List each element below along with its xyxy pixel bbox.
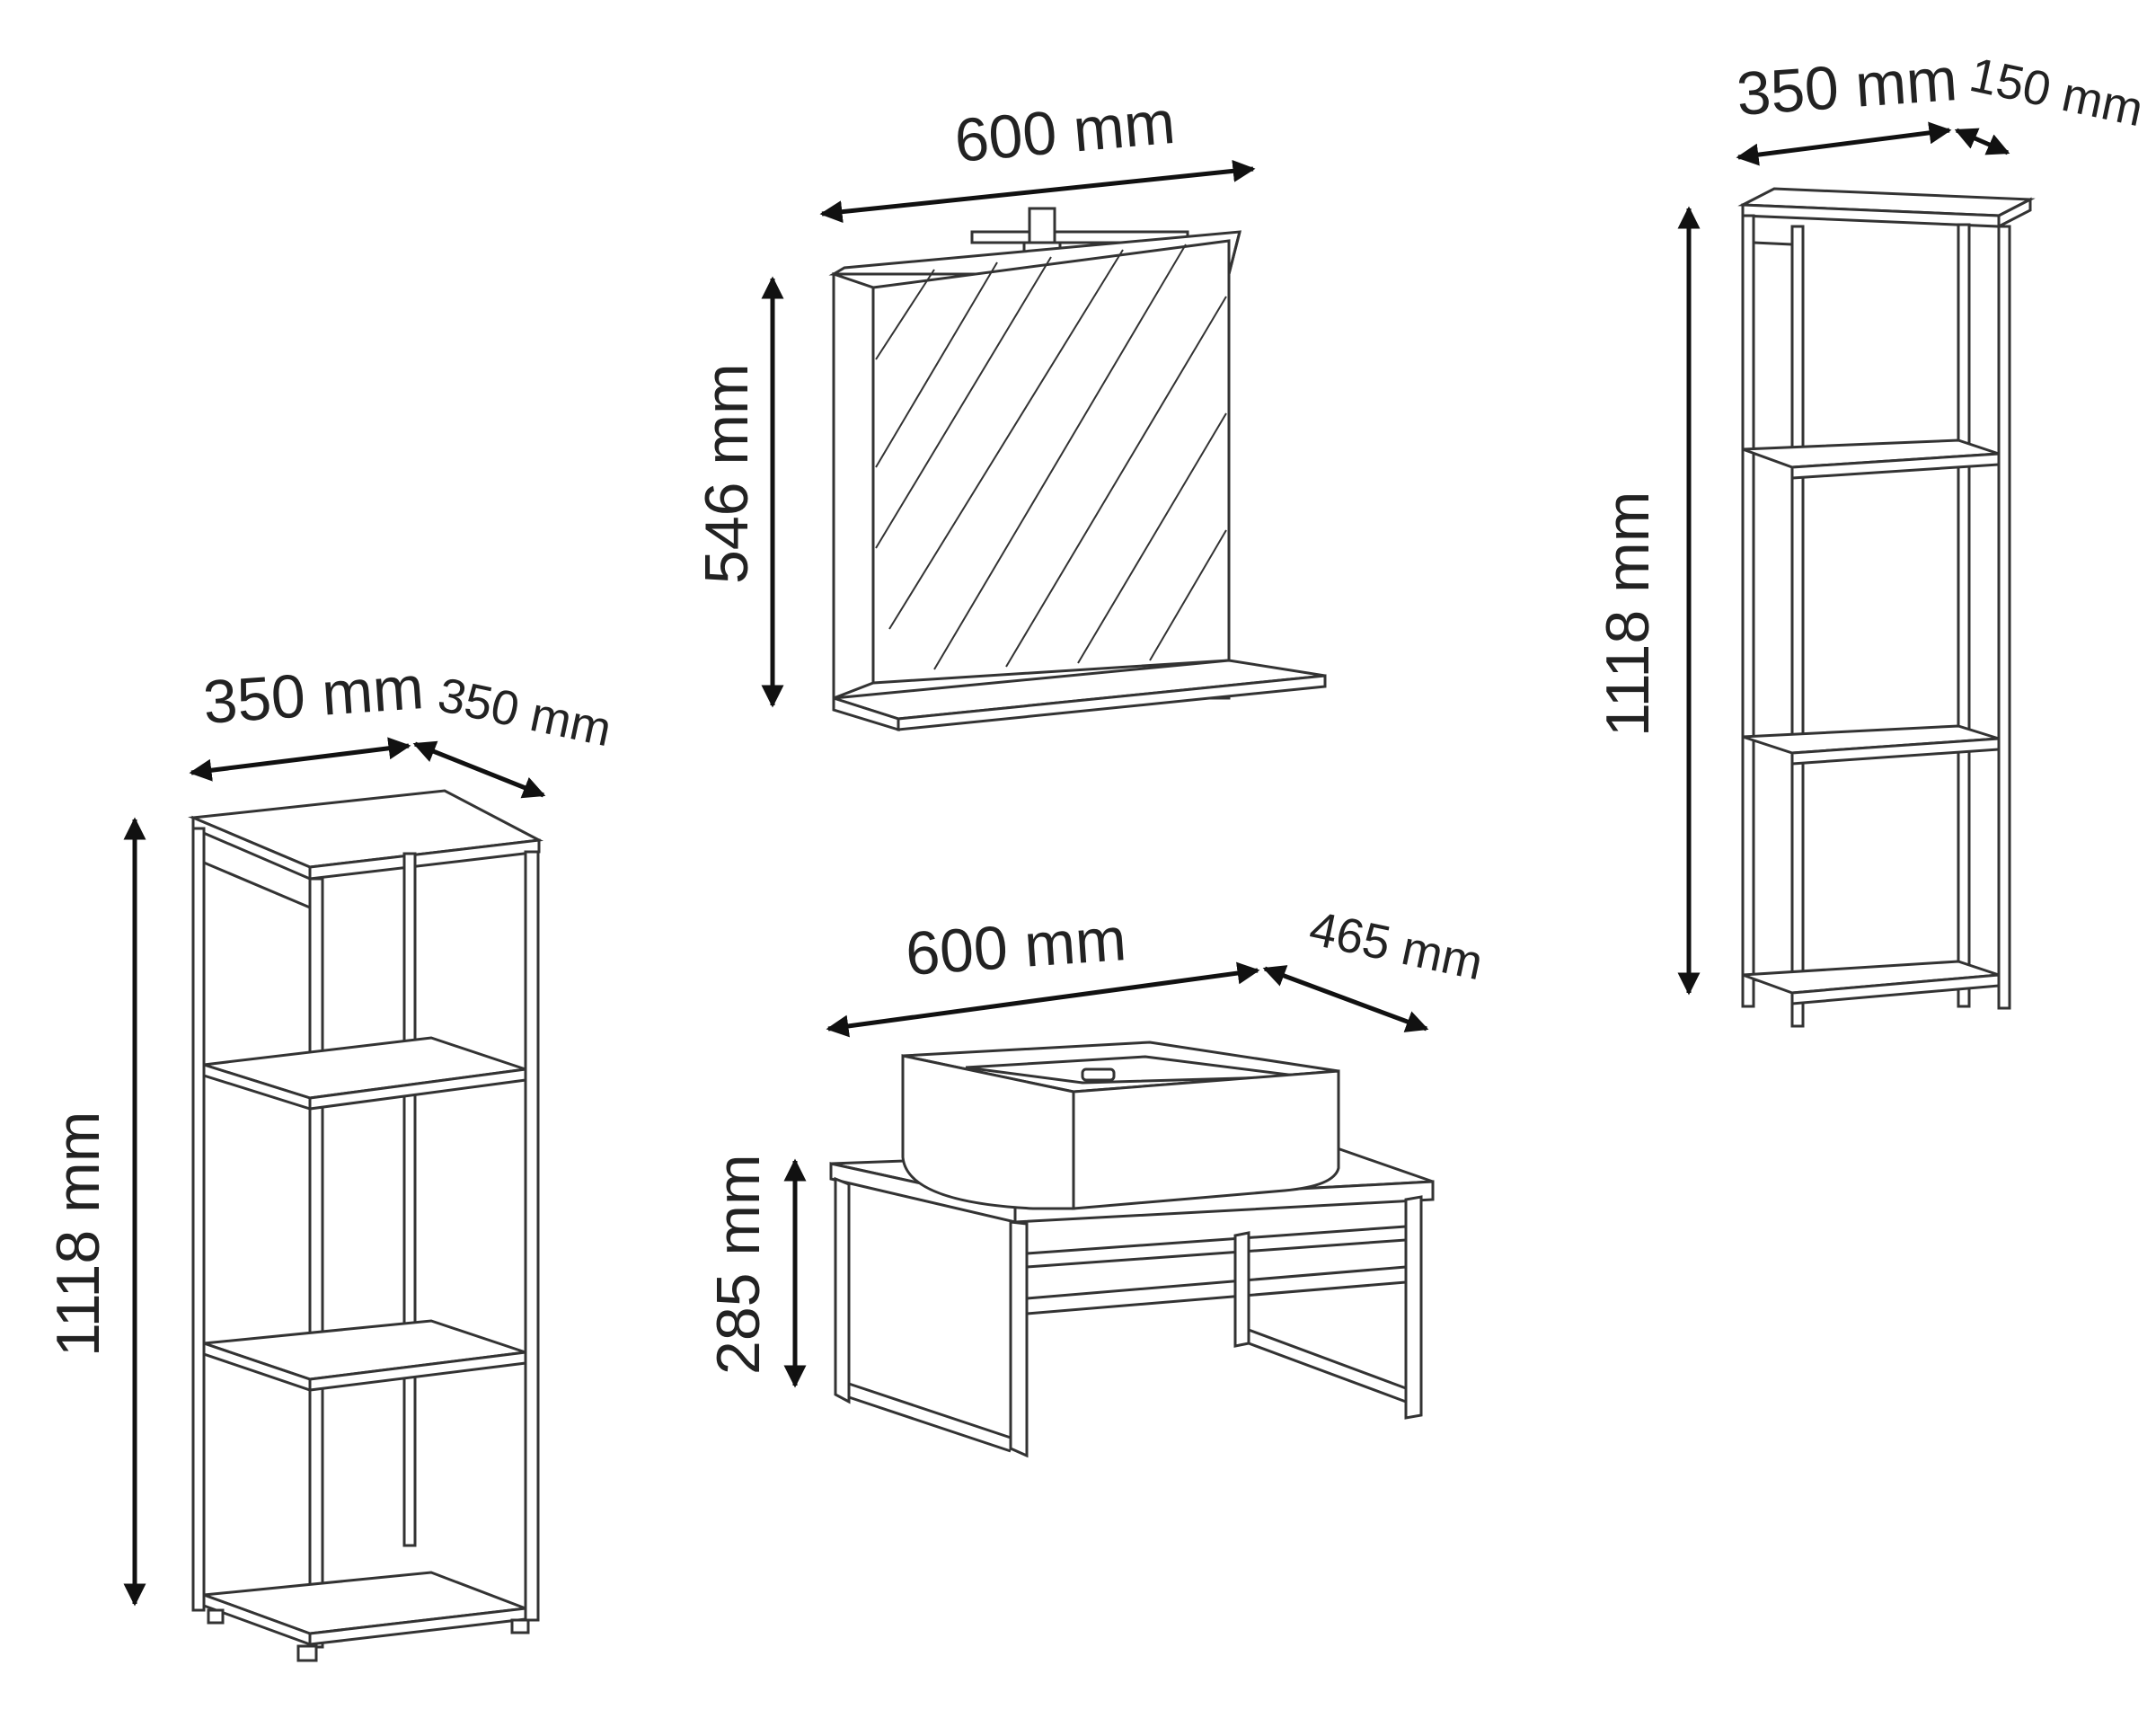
- wall-shelf-width-label: 350 mm: [1735, 45, 1959, 128]
- wall-shelf-depth-arrow: [1954, 128, 2010, 155]
- floor-shelf-depth-arrow: [412, 740, 546, 799]
- floor-shelf: [188, 789, 543, 1662]
- wall-shelf-width-arrow: [1736, 121, 1952, 166]
- wall-shelf-height-label: 1118 mm: [1594, 492, 1662, 737]
- basin-drain: [1081, 1067, 1116, 1082]
- vanity-height-label: 285 mm: [704, 1154, 773, 1375]
- floor-shelf-depth-label: 350 mm: [434, 668, 616, 757]
- glass-reflection-lines: [875, 244, 1227, 670]
- mirror-height-label: 546 mm: [693, 363, 761, 584]
- vanity-width-label: 600 mm: [904, 905, 1128, 988]
- mirror-with-shelf: [828, 207, 1327, 732]
- mirror-width-arrow: [819, 159, 1256, 224]
- mirror-width-label: 600 mm: [952, 88, 1178, 175]
- floor-shelf-width-label: 350 mm: [201, 653, 426, 737]
- vanity-with-basin: [829, 1041, 1435, 1458]
- dimension-arrows: [123, 121, 2010, 1607]
- vanity-depth-label: 465 mm: [1305, 901, 1488, 990]
- wall-shelf: [1737, 187, 2036, 1028]
- floor-shelf-width-arrow: [189, 737, 411, 782]
- vanity-depth-arrow: [1262, 965, 1429, 1032]
- vanity-width-arrow: [826, 961, 1260, 1038]
- wall-shelf-depth-label: 150 mm: [1966, 48, 2148, 137]
- floor-shelf-height-label: 1118 mm: [44, 1111, 112, 1357]
